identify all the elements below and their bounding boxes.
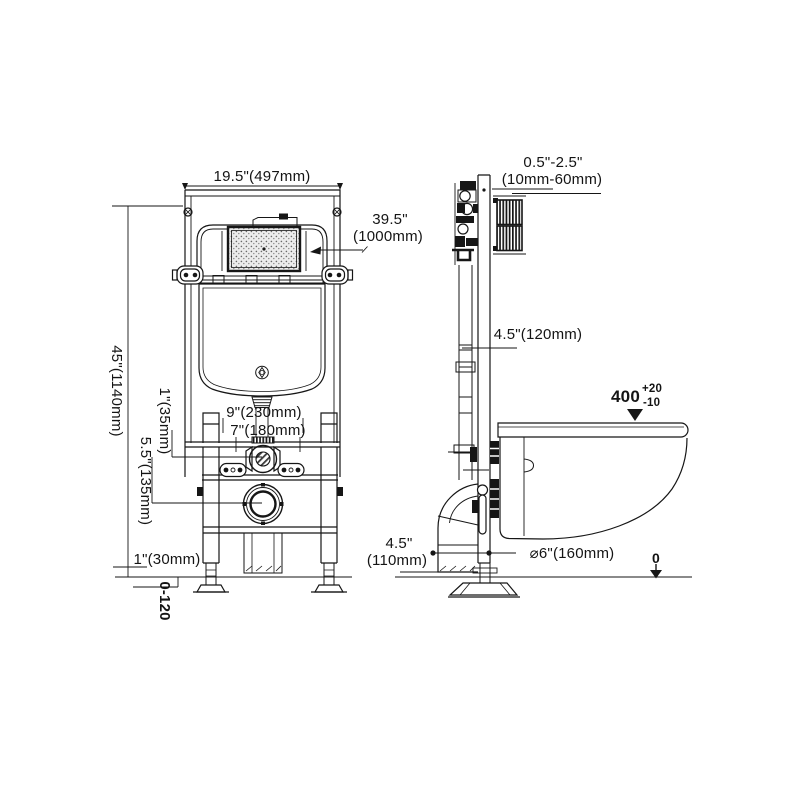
foot-adjust-range-label: 0-120 [156, 581, 173, 620]
flush-bend-section [251, 436, 275, 444]
frame-depth-label: 4.5"(120mm) [494, 326, 582, 343]
water-inlet-fitting [245, 444, 281, 474]
floor-zero-label: 0 [652, 550, 660, 566]
fixing-bolt-plate-left [219, 462, 247, 478]
side-bracket-right [321, 265, 354, 285]
fixing-bolt-plate-right [277, 462, 305, 478]
outlet-elbow [400, 483, 479, 573]
front-height-label: 45"(1140mm) [108, 345, 125, 436]
flush-height-label-in: 39.5" [372, 211, 408, 228]
adjustable-foot-right [311, 584, 347, 593]
front-width-label: 19.5"(497mm) [214, 168, 311, 185]
side-view [395, 174, 692, 598]
inlet-offset-label: 1"(35mm) [156, 388, 173, 455]
bowl-height-label: 400 [611, 387, 640, 406]
bowl-height-tol-plus: +20 [642, 383, 662, 395]
wall-mounting-block [493, 195, 526, 255]
bowl-height-tol-minus: -10 [643, 397, 660, 409]
front-left-dimensions [112, 205, 262, 588]
flush-rod [476, 484, 489, 535]
flush-height-label-mm: (1000mm) [353, 228, 423, 245]
front-width-dimension [182, 183, 343, 190]
outlet-depth-label-mm: (110mm) [367, 552, 427, 569]
rough-in-9-label: 9"(230mm) [226, 404, 301, 421]
carrier-frame-outline [183, 189, 342, 477]
wall-gap-label-in: 0.5"-2.5" [523, 154, 582, 171]
outlet-diameter-label: ⌀6"(160mm) [530, 545, 615, 562]
base-clearance-label: 1"(30mm) [134, 551, 201, 568]
front-view [112, 183, 368, 593]
drain-offset-label: 5.5"(135mm) [137, 437, 154, 525]
side-bracket-left [171, 265, 204, 285]
wall-hung-bowl [490, 422, 689, 540]
wall-gap-lines [492, 188, 601, 194]
frame-legs [193, 447, 347, 593]
tank-outlet-funnel [251, 396, 273, 408]
bowl-height-arrow [627, 409, 643, 421]
outlet-dimension-line [430, 550, 516, 556]
flush-height-leader [310, 246, 368, 255]
panel-latch [279, 213, 288, 220]
lower-frame [185, 412, 340, 574]
side-foot [448, 563, 520, 598]
wall-gap-label-mm: (10mm-60mm) [502, 171, 603, 188]
drain-pipe-opening [242, 483, 284, 525]
brand-logo-mark [255, 365, 269, 380]
floor-zero-arrow [650, 564, 662, 579]
dimension-labels: 19.5"(497mm) 45"(1140mm) 39.5" (1000mm) … [108, 154, 662, 621]
adjustable-foot-left [193, 584, 229, 593]
rough-in-7-label: 7"(180mm) [230, 422, 305, 439]
outlet-depth-label-in: 4.5" [386, 535, 413, 552]
fill-valve-assembly [452, 181, 478, 265]
drain-housing [243, 532, 283, 574]
flush-pipe [448, 265, 489, 513]
access-panel-assembly [171, 213, 354, 285]
concealed-cistern [198, 283, 326, 437]
rough-in-dimension-brackets [222, 418, 304, 452]
